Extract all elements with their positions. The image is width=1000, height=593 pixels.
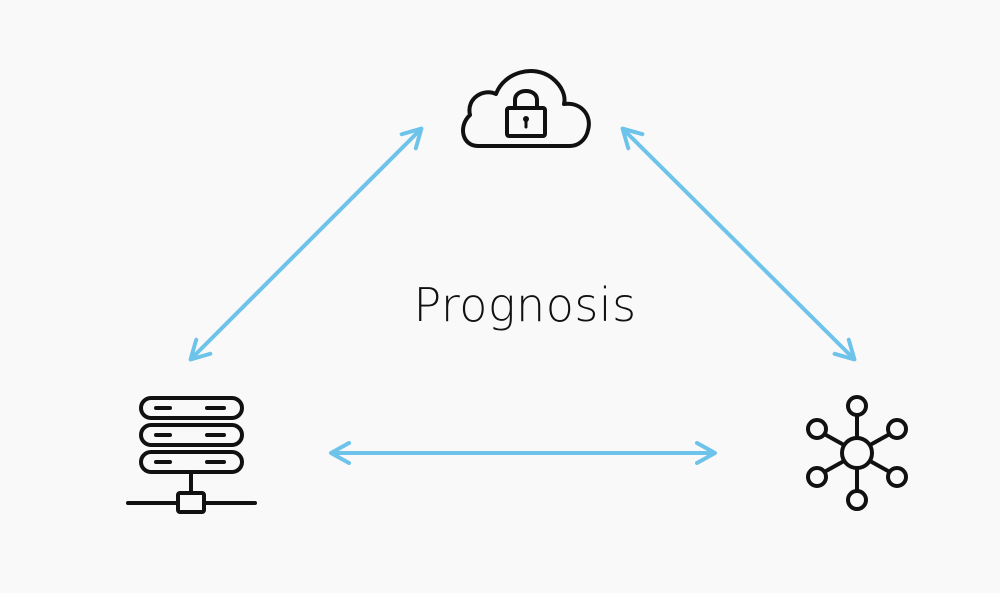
server-network-icon (126, 396, 257, 514)
arrow-cloud-hub (620, 126, 857, 362)
arrow-server-cloud (188, 126, 424, 362)
cloud-lock-icon (461, 69, 591, 148)
network-hub-icon (806, 395, 908, 511)
center-label: Prognosis (413, 278, 637, 332)
